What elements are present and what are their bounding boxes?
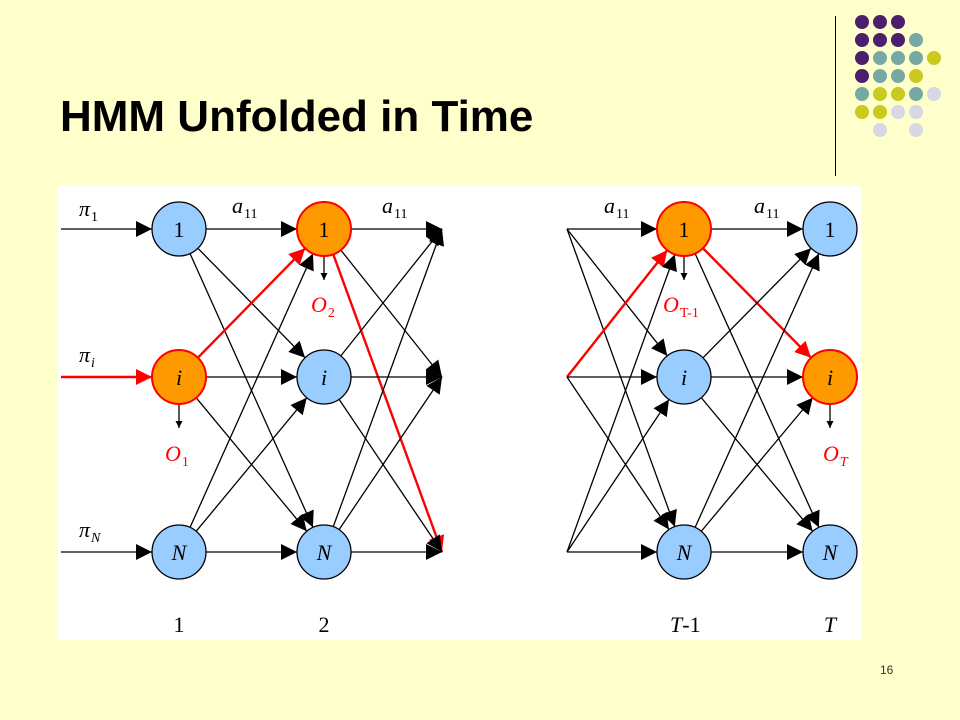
decor-dot	[927, 87, 941, 101]
state-label: N	[316, 540, 333, 565]
state-label: 1	[174, 217, 185, 242]
state-node	[151, 349, 207, 405]
state-label: N	[171, 540, 188, 565]
decor-dot	[873, 33, 887, 47]
decor-dot	[873, 105, 887, 119]
state-label: 1	[319, 217, 330, 242]
decor-dot	[909, 105, 923, 119]
observation-label: O2	[311, 292, 335, 321]
state-label: i	[176, 365, 182, 390]
initial-prob-label: π1	[79, 196, 98, 225]
transition-arrow	[566, 254, 677, 553]
decor-dot	[873, 123, 887, 137]
transition-arrow	[189, 253, 314, 528]
highlight-path-arrow	[197, 247, 306, 359]
transition-edges	[61, 221, 834, 560]
state-node	[802, 524, 858, 580]
state-node	[656, 524, 712, 580]
decor-dot	[873, 87, 887, 101]
slide-title: HMM Unfolded in Time	[60, 92, 534, 141]
transition-arrow	[195, 397, 308, 532]
decor-dot	[909, 123, 923, 137]
transition-arrow	[566, 228, 677, 527]
decor-dot	[855, 69, 869, 83]
state-node	[656, 349, 712, 405]
transition-arrow	[566, 399, 670, 553]
decor-dot	[891, 87, 905, 101]
initial-prob-label: πi	[79, 342, 95, 371]
state-label: i	[681, 365, 687, 390]
state-node	[802, 201, 858, 257]
time-label: 2	[319, 612, 330, 637]
transition-arrow	[340, 249, 443, 378]
decor-dot	[909, 33, 923, 47]
decor-dot	[855, 105, 869, 119]
decor-dot	[909, 69, 923, 83]
page-number: 16	[880, 663, 894, 677]
highlight-path-arrow	[332, 253, 445, 553]
state-label: i	[321, 365, 327, 390]
decor-dot	[891, 51, 905, 65]
state-label: 1	[825, 217, 836, 242]
decor-dot	[855, 33, 869, 47]
time-label: T	[824, 612, 838, 637]
decor-dot	[891, 105, 905, 119]
transition-arrow	[566, 376, 670, 530]
transition-arrow	[694, 253, 820, 528]
state-node	[296, 349, 352, 405]
transition-label: a11	[382, 193, 407, 222]
transition-arrow	[702, 247, 812, 359]
observation-label: OT-1	[663, 292, 699, 321]
transition-label: a11	[754, 193, 779, 222]
state-label: i	[827, 365, 833, 390]
transition-label: a11	[604, 193, 629, 222]
transition-arrow	[700, 397, 814, 532]
decor-dot	[909, 87, 923, 101]
time-label: 1	[174, 612, 185, 637]
state-label: 1	[679, 217, 690, 242]
decor-dot	[855, 15, 869, 29]
decor-dot	[873, 51, 887, 65]
state-node	[296, 201, 352, 257]
state-label: N	[822, 540, 839, 565]
time-label: T-1	[670, 612, 701, 637]
decor-dot	[909, 51, 923, 65]
title-divider	[835, 16, 836, 176]
decor-dot	[855, 51, 869, 65]
state-node	[151, 524, 207, 580]
decor-dot	[891, 69, 905, 83]
decor-dot	[855, 87, 869, 101]
observation-label: OT	[823, 441, 849, 470]
observation-label: O1	[165, 441, 189, 470]
transition-arrow	[338, 399, 443, 553]
decor-dot	[927, 51, 941, 65]
state-nodes: 1 iN 1 iN 1 iN 1 iN	[151, 201, 858, 580]
state-node	[151, 201, 207, 257]
transition-label: a11	[232, 193, 257, 222]
decor-dot	[891, 33, 905, 47]
decor-dot	[891, 15, 905, 29]
decorative-dot-grid	[855, 15, 941, 137]
state-node	[802, 349, 858, 405]
transition-arrow	[332, 228, 445, 527]
transition-arrow	[338, 376, 443, 530]
initial-prob-label: πN	[79, 517, 101, 546]
state-node	[296, 524, 352, 580]
highlight-path-arrow	[566, 249, 669, 378]
state-label: N	[676, 540, 693, 565]
decor-dot	[873, 15, 887, 29]
decor-dot	[873, 69, 887, 83]
state-node	[656, 201, 712, 257]
transition-arrow	[566, 228, 668, 357]
transition-arrow	[340, 228, 443, 357]
